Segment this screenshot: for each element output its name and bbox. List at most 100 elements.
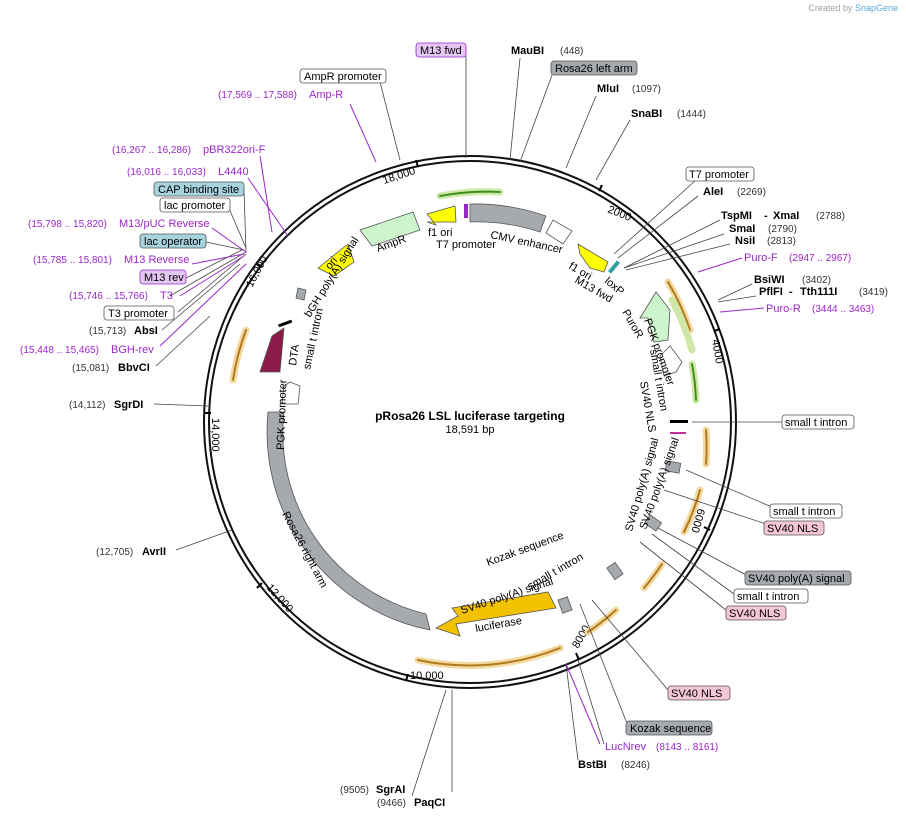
enzyme-sgrai-pos: (9505) (340, 785, 369, 796)
callout-amprpromoter: AmpR promoter (304, 71, 382, 83)
callout-sti2-box (769, 503, 843, 519)
f1-ori-arrow-a (426, 205, 457, 226)
enzyme-bbvci-pos: (15,081) (72, 363, 109, 374)
callout-cap-box (153, 181, 245, 197)
enzyme-nsii-pos: (2813) (767, 236, 796, 247)
primer-m13rev-pos: (15,785 .. 15,801) (33, 255, 112, 266)
enzyme-bsiwi: BsiWI (754, 274, 785, 286)
enzyme-avrii: AvrII (142, 546, 166, 558)
rosa26-right-arm-feature (266, 411, 431, 631)
enzyme-mlui: MluI (597, 83, 619, 95)
callout-nls3: SV40 NLS (671, 688, 722, 700)
callout-t7: T7 promoter (689, 169, 749, 181)
sv40-polya-box-4 (557, 596, 573, 614)
primer-leader-lines (159, 103, 765, 745)
callout-m13fwd-box (415, 42, 467, 58)
label-f1ori-a: f1 ori (428, 227, 452, 239)
enzyme-maubi: MauBI (511, 45, 544, 57)
primer-l4440: L4440 (218, 166, 249, 178)
callout-t3promoter: T3 promoter (108, 308, 168, 320)
callout-lacpromoter: lac promoter (164, 200, 225, 212)
callout-amprpromoter-box (299, 68, 387, 84)
callout-sti3-box (733, 588, 809, 604)
callout-lacpromoter-box (159, 197, 231, 213)
leader-lines (153, 56, 784, 797)
bgh-box (295, 287, 307, 301)
enzyme-sgrdi-pos: (14,112) (69, 400, 106, 411)
callout-sti1: small t intron (785, 417, 847, 429)
tick-18000: 18,000 (381, 165, 417, 187)
callout-kozak: Kozak sequence (630, 723, 711, 735)
enzyme-tth111i: Tth111I (800, 286, 837, 298)
tick-2000: 2000 (606, 204, 633, 224)
label-puror: PuroR (619, 308, 645, 341)
enzyme-tspmi-pos: (2788) (816, 211, 845, 222)
primer-lucnrev: LucNrev (605, 741, 646, 753)
puror-arrow (639, 291, 671, 343)
enzyme-paqci-pos: (9466) (377, 798, 406, 809)
sv40-polya-box-1 (664, 460, 682, 474)
loxp-box (545, 219, 573, 245)
callout-nls1: SV40 NLS (767, 523, 818, 535)
callout-kozak-box (625, 720, 713, 736)
enzyme-xmai-sep: - (764, 210, 768, 222)
enzyme-snabi-pos: (1444) (677, 109, 706, 120)
primer-t3: T3 (160, 290, 173, 302)
callout-sti3: small t intron (737, 591, 799, 603)
primer-m13puc-pos: (15,798 .. 15,820) (28, 219, 107, 230)
callout-boxes: M13 fwd Rosa26 left arm T7 promoter AmpR… (103, 42, 855, 736)
primer-m13rev: M13 Reverse (124, 254, 189, 266)
ori-arrow (317, 243, 355, 277)
callout-nls1-box (763, 520, 825, 536)
tick-4000: 4000 (709, 338, 725, 364)
pgk-promoter-arrow-b (281, 381, 301, 405)
primer-purof: Puro-F (744, 252, 778, 264)
position-ticks (205, 159, 721, 682)
enzyme-absi: AbsI (134, 325, 158, 337)
callout-nls2: SV40 NLS (729, 608, 780, 620)
f1-ori-arrow-b (577, 243, 609, 273)
enzyme-pflfi-pos: (3419) (859, 287, 888, 298)
luciferase-arrow (435, 591, 557, 637)
enzyme-tspmi: TspMI (721, 210, 752, 222)
callout-lacoperator-box (139, 233, 207, 249)
enzyme-paqci: PaqCI (414, 797, 445, 809)
primer-puror: Puro-R (766, 303, 801, 315)
callout-rosa26left-box (550, 60, 638, 76)
callout-polya: SV40 poly(A) signal (748, 573, 845, 585)
primer-lucnrev-pos: (8143 .. 8161) (656, 742, 718, 753)
enzyme-bsiwi-pos: (3402) (802, 275, 831, 286)
features (259, 203, 688, 637)
primer-bghrev: BGH-rev (111, 344, 154, 356)
primer-bghrev-pos: (15,448 .. 15,465) (20, 345, 99, 356)
primer-pbr322-pos: (16,267 .. 16,286) (112, 145, 191, 156)
callout-m13rev-box (139, 269, 187, 285)
label-kozak-in: Kozak sequence (485, 530, 566, 569)
plasmid-title: pRosa26 LSL luciferase targeting (375, 409, 565, 423)
label-t7-a: T7 promoter (436, 239, 496, 251)
primer-ampr-pos: (17,569 .. 17,588) (218, 90, 297, 101)
orf-arcs (229, 188, 711, 669)
enzyme-nsii: NsiI (735, 235, 755, 247)
tick-16000: 16,000 (244, 254, 270, 289)
primer-puror-pos: (3444 .. 3463) (812, 304, 874, 315)
label-pgk-b: PGK promoter (275, 379, 289, 450)
cmv-enhancer-feature (469, 203, 547, 233)
enzyme-avrii-pos: (12,705) (96, 547, 133, 558)
enzyme-sgrdi: SgrDI (114, 399, 143, 411)
sv40-polya-box-2 (643, 514, 663, 532)
callout-sti1-box (781, 414, 855, 430)
callout-t3promoter-box (103, 305, 175, 321)
enzyme-smai: SmaI (729, 223, 755, 235)
snapgene-credit: Created by SnapGene (808, 3, 898, 13)
enzyme-maubi-pos: (448) (560, 46, 583, 57)
callout-nls2-box (725, 605, 787, 621)
tick-14000: 14,000 (209, 418, 221, 452)
enzyme-bstbi-pos: (8246) (621, 760, 650, 771)
enzyme-xmai: XmaI (773, 210, 799, 222)
enzyme-smai-pos: (2790) (768, 224, 797, 235)
primer-m13puc: M13/pUC Reverse (119, 218, 209, 230)
label-bgh: bGH poly(A) signal (302, 235, 361, 320)
enzyme-bstbi: BstBI (578, 759, 607, 771)
callout-sti2: small t intron (773, 506, 835, 518)
